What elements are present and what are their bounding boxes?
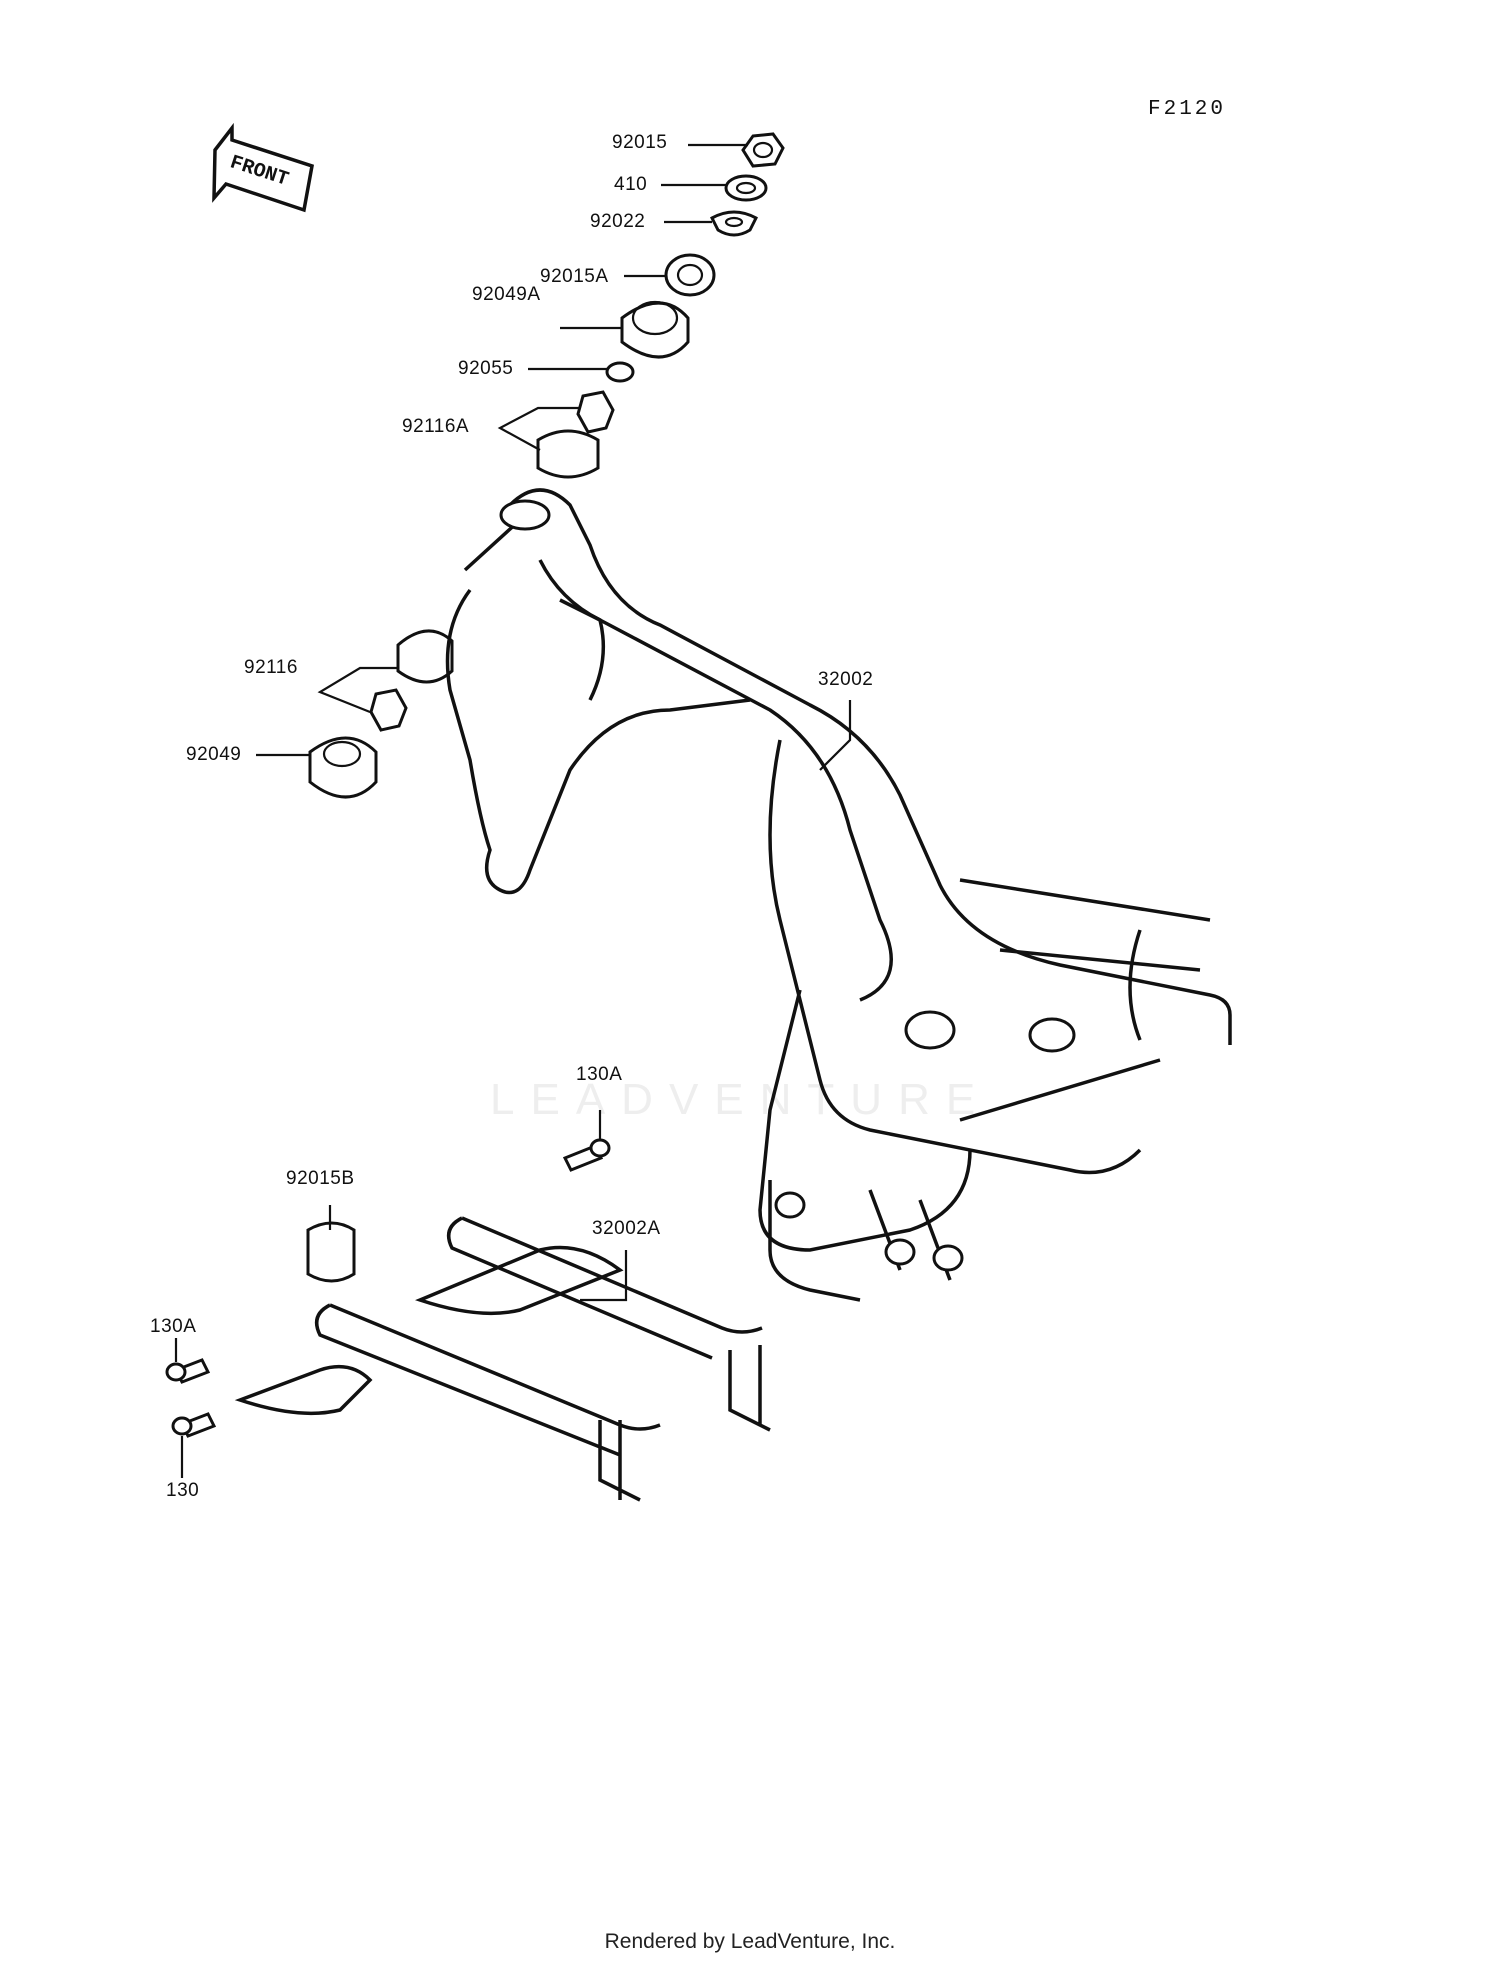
diagram-code: F2120 — [1148, 98, 1227, 121]
leader-lines — [174, 143, 852, 1478]
part-label-130[interactable]: 130 — [166, 1480, 200, 1501]
part-lockwasher-92022 — [710, 210, 758, 237]
part-bolt-130 — [171, 1412, 217, 1438]
part-nut-92015 — [741, 132, 785, 168]
part-seal-92055 — [605, 361, 635, 383]
part-label-130A-left[interactable]: 130A — [150, 1316, 197, 1337]
part-label-130A-top[interactable]: 130A — [576, 1064, 623, 1085]
part-label-92022[interactable]: 92022 — [590, 211, 646, 232]
part-label-92055[interactable]: 92055 — [458, 358, 514, 379]
part-label-92015A[interactable]: 92015A — [540, 266, 609, 287]
sub-frame — [234, 1216, 771, 1502]
main-frame — [445, 488, 1232, 1302]
part-label-92049[interactable]: 92049 — [186, 744, 242, 765]
part-label-92015B[interactable]: 92015B — [286, 1168, 355, 1189]
part-label-92049A[interactable]: 92049A — [472, 284, 541, 305]
footer-credit: Rendered by LeadVenture, Inc. — [604, 1930, 896, 1953]
part-label-410[interactable]: 410 — [614, 174, 648, 195]
part-race-92116 — [369, 629, 454, 732]
part-label-32002A[interactable]: 32002A — [592, 1218, 661, 1239]
part-bolt-130A-left — [165, 1358, 211, 1384]
front-arrow-icon: FRONT — [212, 122, 314, 213]
part-label-92116A[interactable]: 92116A — [402, 416, 470, 437]
part-bearing-92049 — [308, 736, 378, 799]
part-label-92116[interactable]: 92116 — [244, 657, 298, 678]
part-label-92015[interactable]: 92015 — [612, 132, 668, 153]
steering-stem-parts — [165, 132, 785, 1438]
part-bolt-130A-top — [562, 1138, 611, 1172]
watermark-text: LEADVENTURE — [490, 1075, 992, 1124]
part-race-92116A — [536, 390, 615, 479]
part-washer-410 — [724, 174, 768, 202]
part-collar-92015B — [306, 1221, 356, 1283]
part-label-32002[interactable]: 32002 — [818, 669, 874, 690]
part-bearing-92049A — [620, 300, 690, 359]
part-nut-92015A — [664, 253, 716, 297]
